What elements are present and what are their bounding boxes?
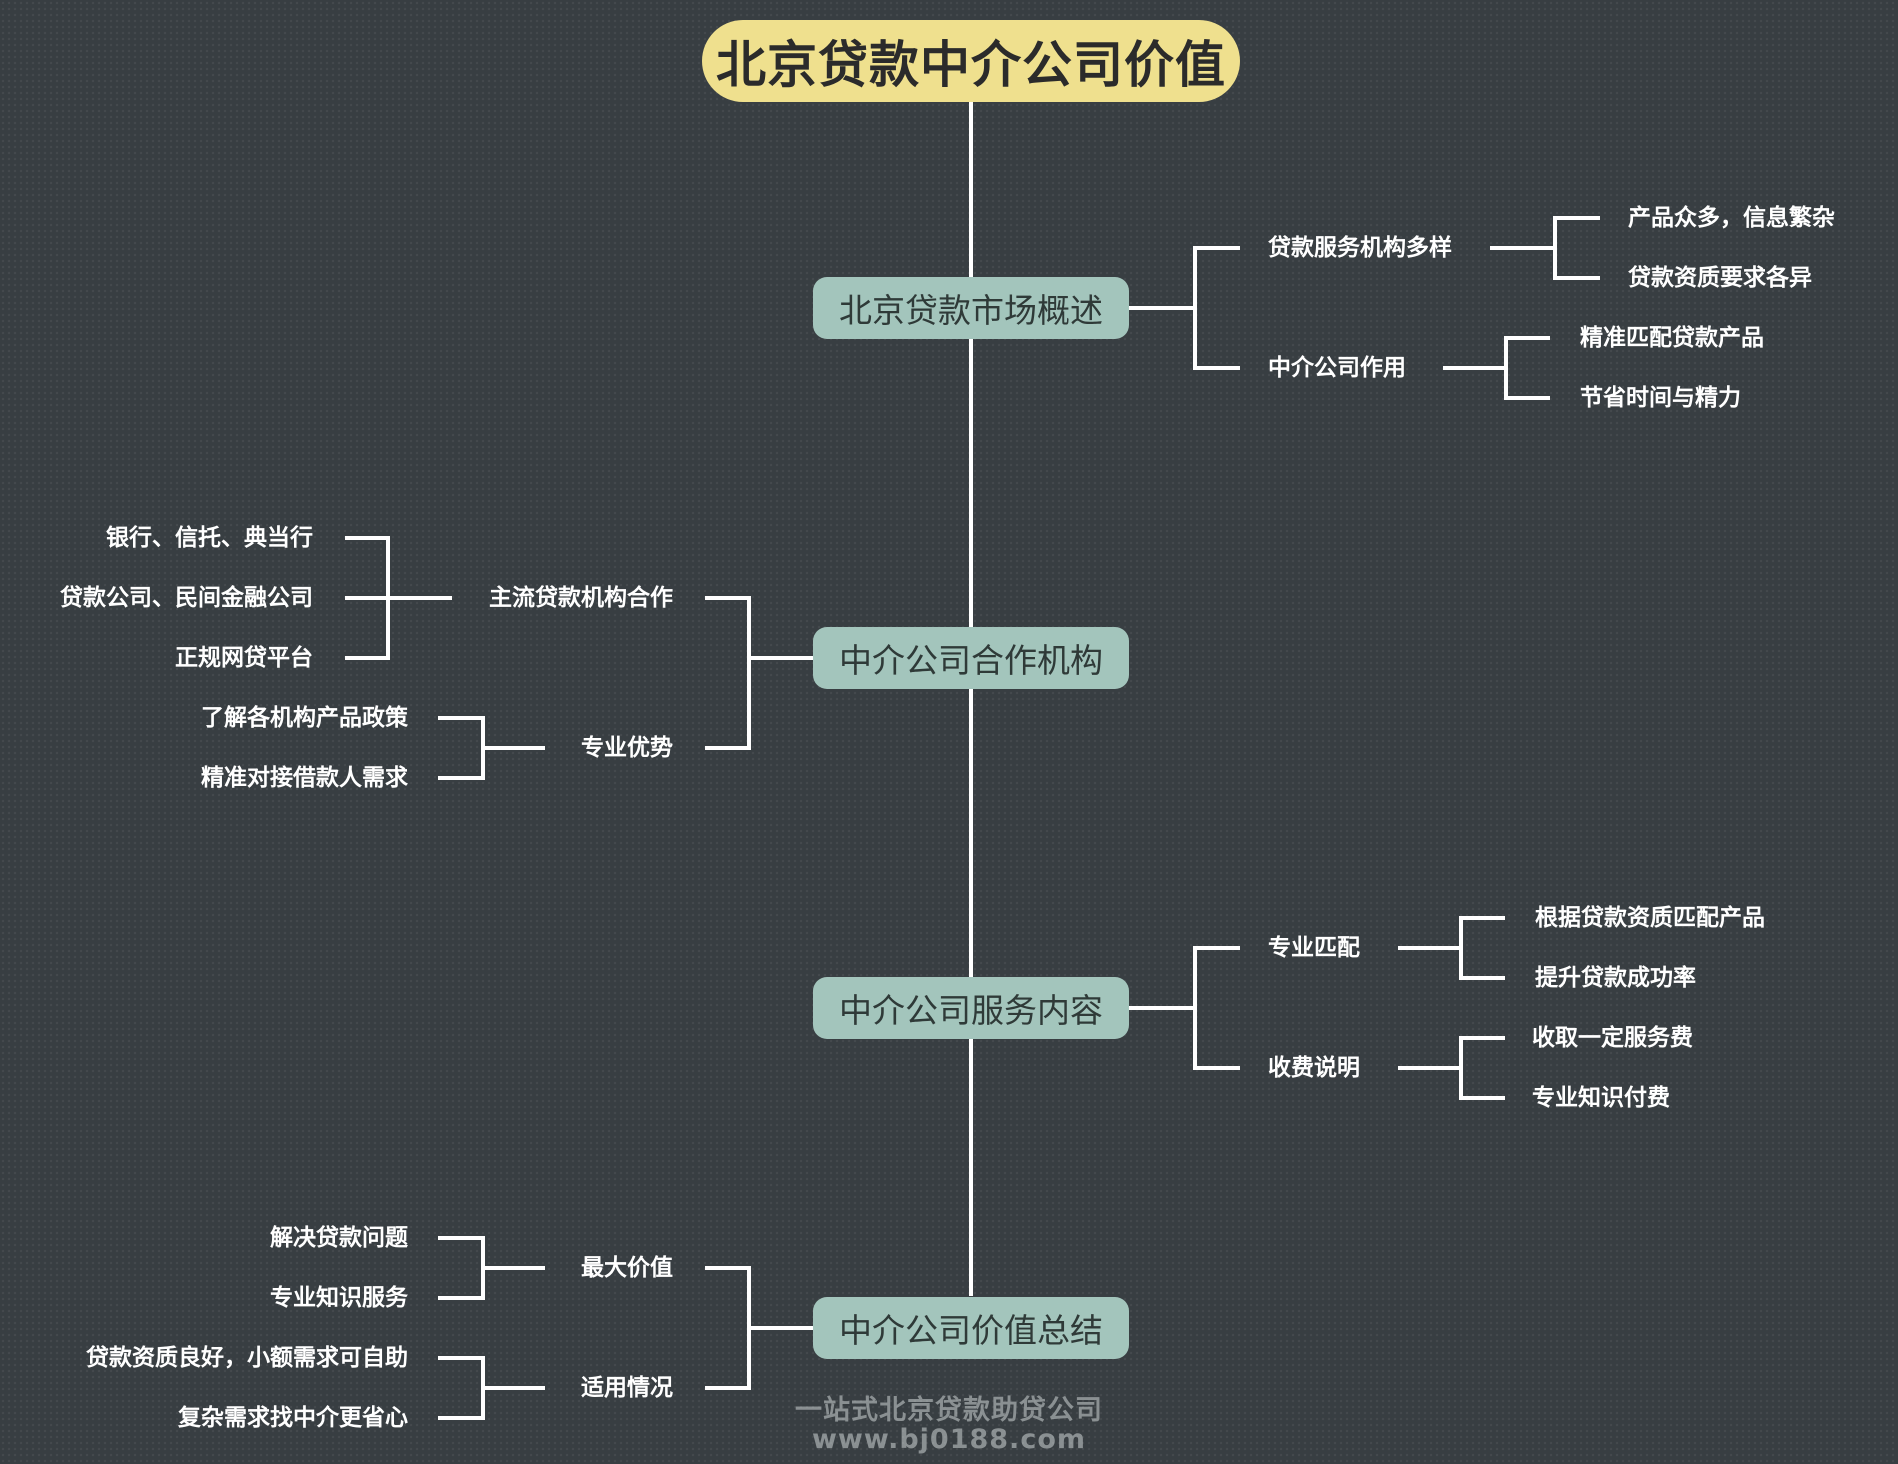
branch-market-overview: 北京贷款市场概述 <box>813 277 1129 339</box>
leaf-raise-success-rate: 提升贷款成功率 <box>1535 965 1696 991</box>
node-professional-matching: 专业匹配 <box>1268 935 1360 961</box>
leaf-expert-service: 专业知识服务 <box>270 1285 408 1311</box>
branch-service-content: 中介公司服务内容 <box>813 977 1129 1039</box>
leaf-paid-expertise: 专业知识付费 <box>1532 1085 1670 1111</box>
leaf-solve-loan-problems: 解决贷款问题 <box>270 1225 408 1251</box>
leaf-complex-use-agency: 复杂需求找中介更省心 <box>178 1405 408 1431</box>
node-professional-advantage: 专业优势 <box>581 735 673 761</box>
root-title: 北京贷款中介公司价值 <box>702 20 1240 102</box>
branch-value-summary: 中介公司价值总结 <box>813 1297 1129 1359</box>
leaf-match-by-qualification: 根据贷款资质匹配产品 <box>1535 905 1765 931</box>
node-diverse-institutions: 贷款服务机构多样 <box>1268 235 1452 261</box>
leaf-many-products: 产品众多，信息繁杂 <box>1628 205 1835 231</box>
leaf-save-time: 节省时间与精力 <box>1580 385 1741 411</box>
watermark-url: www.bj0188.com <box>811 1424 1087 1455</box>
node-applicable-cases: 适用情况 <box>581 1375 673 1401</box>
leaf-know-policies: 了解各机构产品政策 <box>201 705 408 731</box>
leaf-match-borrower-needs: 精准对接借款人需求 <box>201 765 408 791</box>
watermark-slogan: 一站式北京贷款助贷公司 <box>795 1395 1103 1426</box>
leaf-precise-matching: 精准匹配贷款产品 <box>1580 325 1764 351</box>
leaf-online-platforms: 正规网贷平台 <box>175 645 313 671</box>
leaf-varied-requirements: 贷款资质要求各异 <box>1628 265 1812 291</box>
node-greatest-value: 最大价值 <box>581 1255 673 1281</box>
leaf-service-fee: 收取一定服务费 <box>1532 1025 1693 1051</box>
leaf-loan-companies: 贷款公司、民间金融公司 <box>60 585 313 611</box>
leaf-self-service-small: 贷款资质良好，小额需求可自助 <box>86 1345 408 1371</box>
node-fee-explanation: 收费说明 <box>1268 1055 1360 1081</box>
branch-partner-institutions: 中介公司合作机构 <box>813 627 1129 689</box>
node-mainstream-partners: 主流贷款机构合作 <box>489 585 673 611</box>
leaf-banks-trusts-pawnshops: 银行、信托、典当行 <box>106 525 313 551</box>
node-agency-role: 中介公司作用 <box>1268 355 1406 381</box>
